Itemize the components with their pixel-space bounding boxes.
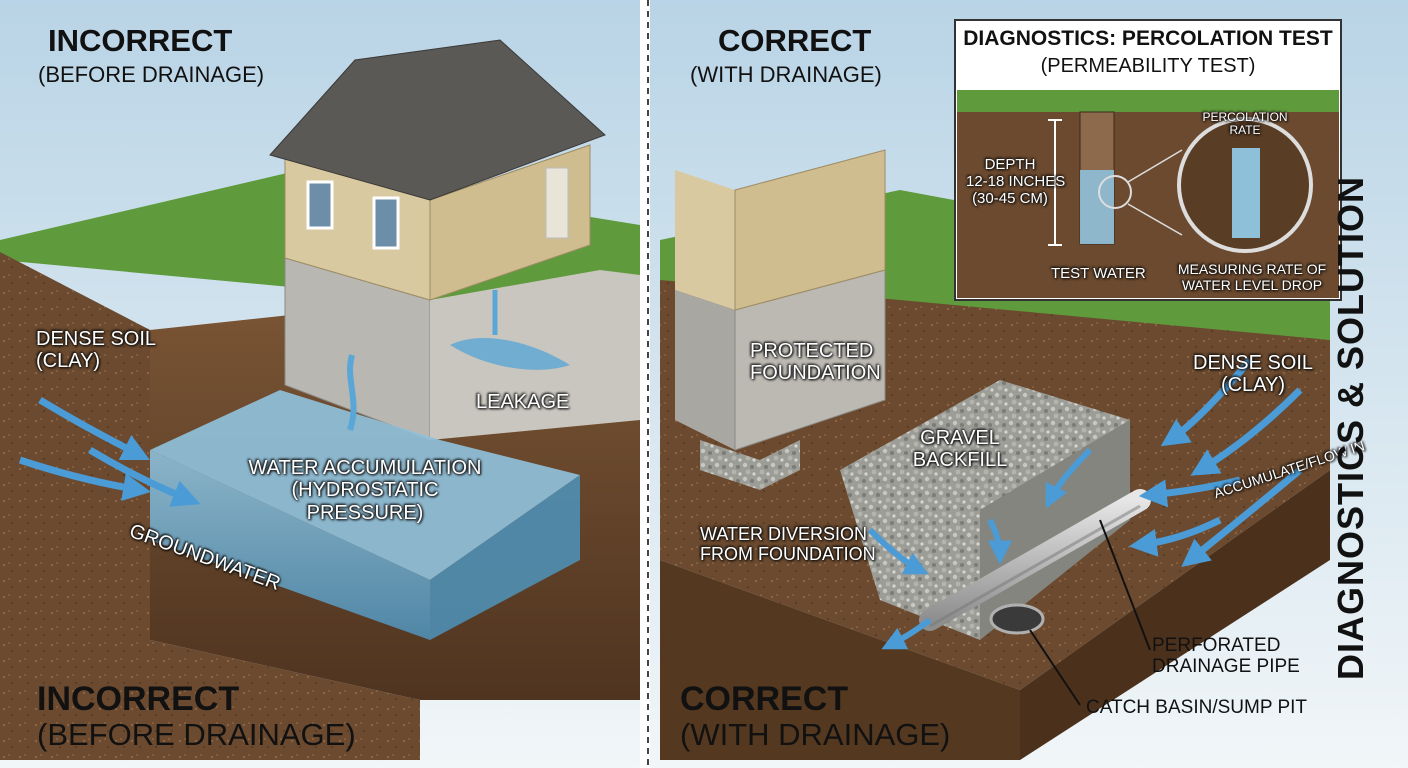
measuring-line1: MEASURING RATE OF: [1172, 262, 1332, 278]
house-wall: [675, 170, 735, 310]
dense-soil-line2: (CLAY): [36, 350, 156, 372]
left-heading-bottom: INCORRECT: [37, 680, 239, 718]
dense-soil-line1: DENSE SOIL: [36, 328, 156, 350]
left-heading-top-sub: (BEFORE DRAINAGE): [38, 63, 264, 88]
protected-foundation-label: PROTECTED FOUNDATION: [750, 340, 881, 385]
depth-label: DEPTH 12-18 INCHES (30-45 CM): [966, 157, 1054, 207]
water-accumulation-label: WATER ACCUMULATION (HYDROSTATIC PRESSURE…: [240, 457, 490, 524]
protected-line2: FOUNDATION: [750, 362, 881, 384]
right-heading-top-sub: (WITH DRAINAGE): [690, 63, 882, 88]
percolation-rate-label: PERCOLATION RATE: [1200, 111, 1290, 138]
inset-subtitle: (PERMEABILITY TEST): [955, 55, 1341, 77]
depth-line1: DEPTH: [966, 157, 1054, 174]
depth-line3: (30-45 CM): [966, 191, 1054, 208]
left-panel: [0, 0, 640, 768]
right-heading-bottom-sub: (WITH DRAINAGE): [680, 718, 950, 753]
right-dense-soil-line2: (CLAY): [1193, 374, 1313, 396]
rate-line2: RATE: [1200, 124, 1290, 137]
perforated-pipe-label: PERFORATED DRAINAGE PIPE: [1152, 635, 1300, 678]
right-dense-soil-line1: DENSE SOIL: [1193, 352, 1313, 374]
dense-soil-label: DENSE SOIL (CLAY): [36, 328, 156, 373]
leakage-label: LEAKAGE: [476, 391, 569, 413]
measuring-line2: WATER LEVEL DROP: [1172, 278, 1332, 294]
gravel-line1: GRAVEL: [910, 427, 1010, 449]
test-water-label: TEST WATER: [1051, 266, 1146, 283]
diversion-line1: WATER DIVERSION: [700, 524, 876, 544]
measuring-rate-label: MEASURING RATE OF WATER LEVEL DROP: [1172, 262, 1332, 293]
pipe-line2: DRAINAGE PIPE: [1152, 656, 1300, 677]
left-heading-bottom-sub: (BEFORE DRAINAGE): [37, 718, 356, 753]
water-diversion-label: WATER DIVERSION FROM FOUNDATION: [700, 524, 876, 564]
inset-grass: [957, 90, 1339, 112]
right-heading-top: CORRECT: [718, 24, 871, 59]
depth-line2: 12-18 INCHES: [966, 174, 1054, 191]
right-heading-bottom: CORRECT: [680, 680, 848, 718]
magnified-water: [1232, 148, 1260, 238]
gravel-backfill-label: GRAVEL BACKFILL: [910, 427, 1010, 472]
water-line2: (HYDROSTATIC: [240, 479, 490, 501]
catch-basin-label: CATCH BASIN/SUMP PIT: [1086, 697, 1307, 718]
side-title-text: DIAGNOSTICS & SOLUTION: [1330, 176, 1372, 680]
catch-basin: [991, 605, 1043, 633]
leak-drip: [350, 355, 354, 430]
water-line3: PRESSURE): [240, 502, 490, 524]
window: [374, 198, 398, 248]
inset-title: DIAGNOSTICS: PERCOLATION TEST: [955, 27, 1341, 51]
window: [308, 182, 332, 228]
protected-line1: PROTECTED: [750, 340, 881, 362]
pipe-line1: PERFORATED: [1152, 635, 1300, 656]
right-dense-soil-label: DENSE SOIL (CLAY): [1193, 352, 1313, 397]
door: [546, 168, 568, 238]
diversion-line2: FROM FOUNDATION: [700, 544, 876, 564]
water-line1: WATER ACCUMULATION: [240, 457, 490, 479]
left-heading-top: INCORRECT: [48, 24, 232, 59]
gravel-line2: BACKFILL: [910, 449, 1010, 471]
